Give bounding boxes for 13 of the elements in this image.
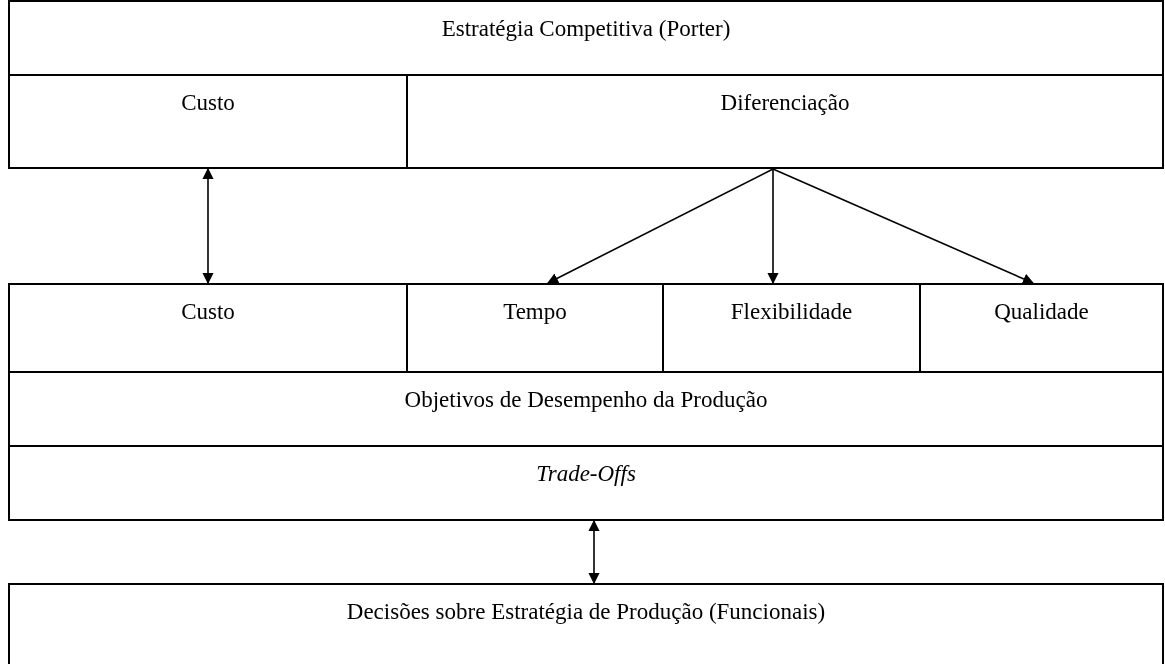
decision-box: Decisões sobre Estratégia de Produção (Funcionais) (8, 583, 1164, 664)
objective-cell: Qualidade (919, 283, 1164, 373)
arrow (767, 168, 779, 285)
section-band: Objetivos de Desempenho da Produção (8, 371, 1164, 447)
arrow (547, 168, 774, 284)
section-band: Trade-Offs (8, 445, 1164, 521)
arrow (772, 168, 1035, 285)
category-cell: Diferenciação (406, 74, 1164, 169)
arrow (588, 519, 600, 585)
category-cell: Custo (8, 74, 408, 169)
arrow (202, 167, 214, 285)
header-band: Estratégia Competitiva (Porter) (8, 0, 1164, 76)
objective-cell: Custo (8, 283, 408, 373)
